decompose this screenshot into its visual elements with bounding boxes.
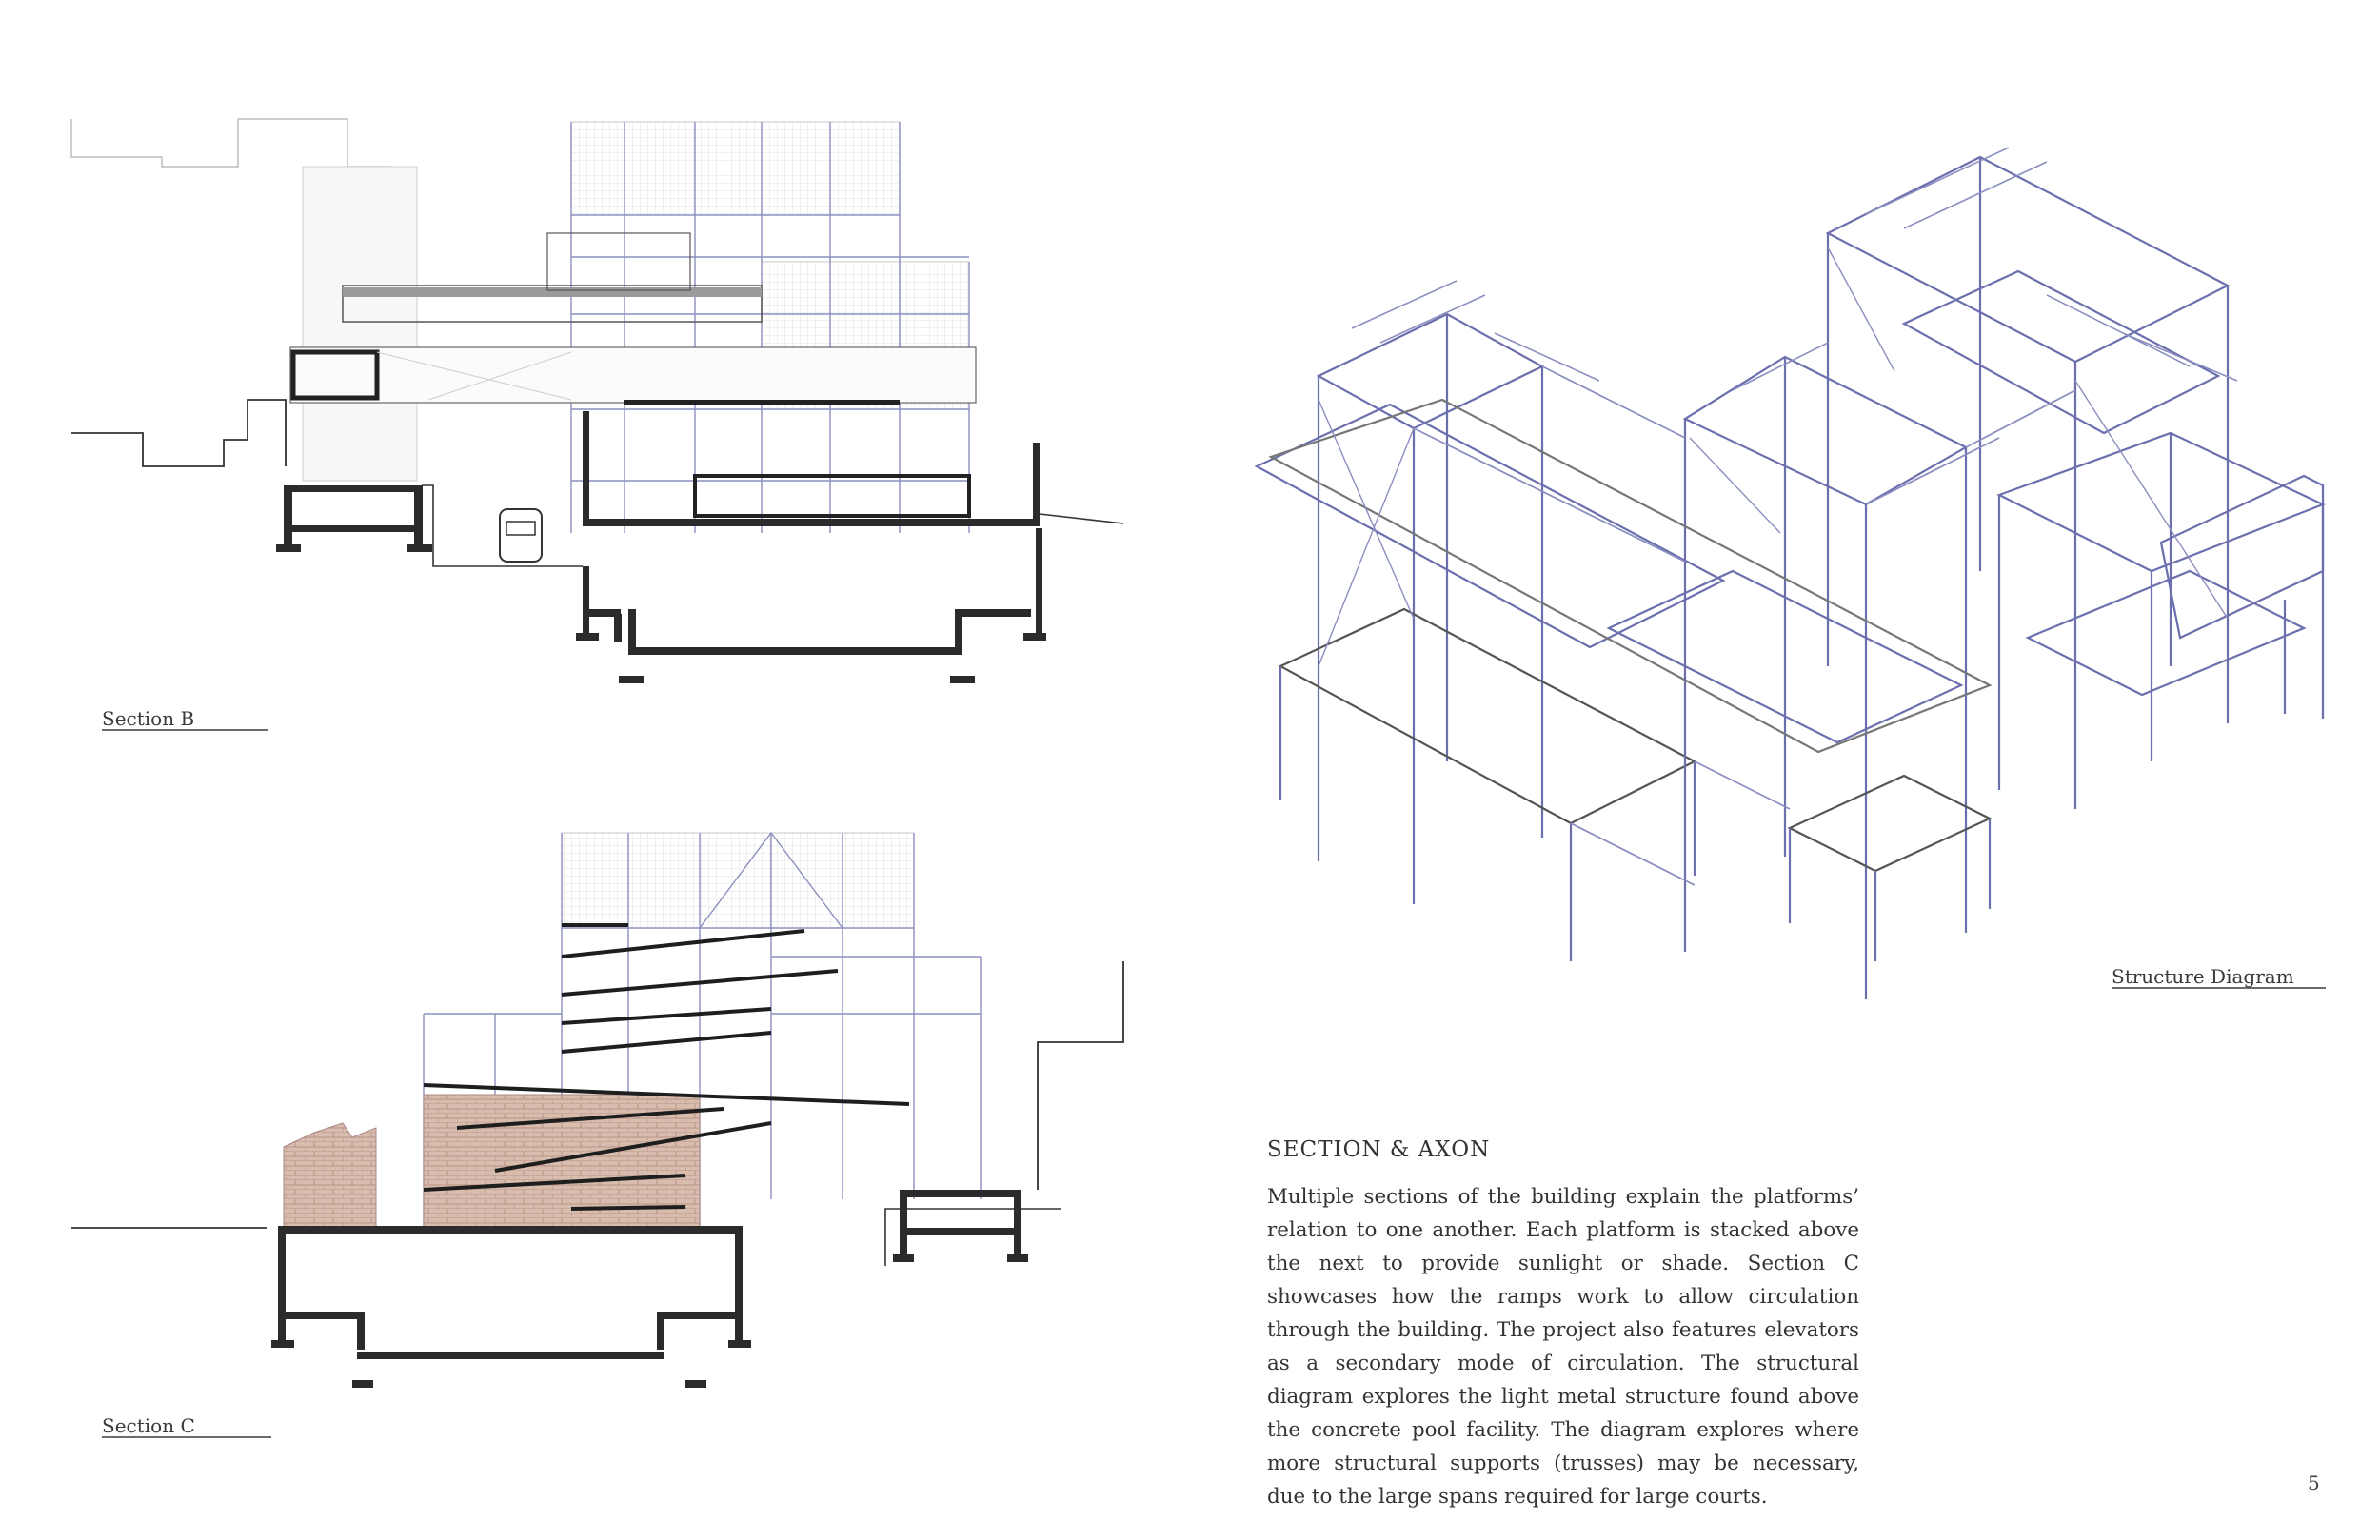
section-c-drawing [71,831,1124,1388]
section-b-label: Section B [102,707,194,730]
page-number: 5 [2308,1471,2320,1494]
body-paragraph: Multiple sections of the building explai… [1267,1185,1859,1509]
section-b-drawing [70,118,1124,683]
section-heading: SECTION & AXON [1267,1137,1491,1162]
structure-diagram-label: Structure Diagram [2112,965,2294,988]
structure-axon-diagram [1254,147,2326,999]
section-c-label: Section C [102,1414,195,1437]
